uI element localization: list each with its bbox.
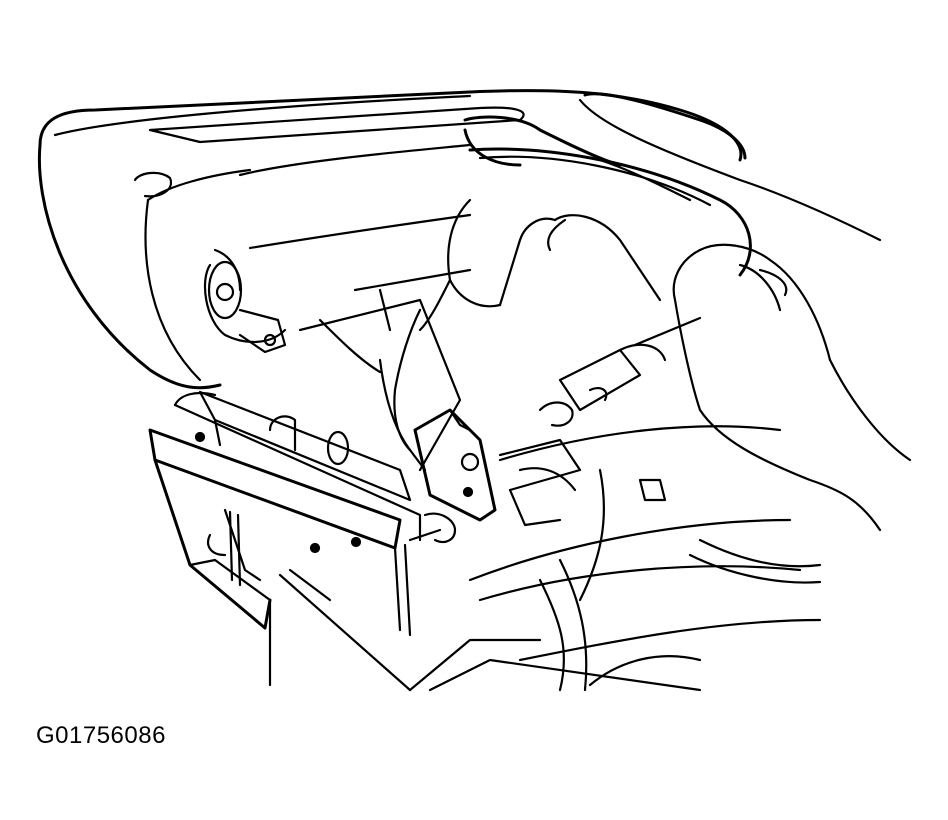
release-cable — [468, 147, 752, 277]
cable-actuator — [538, 316, 702, 427]
seat-track-panel — [198, 268, 472, 502]
recliner-mechanism — [203, 248, 287, 354]
seat-removal-illustration — [37, 89, 912, 692]
seat-cushion — [37, 89, 743, 390]
figure-code-label: G01756086 — [36, 722, 166, 749]
left-hand — [378, 115, 692, 472]
latch-mechanism — [408, 408, 582, 544]
right-hand — [578, 92, 912, 532]
floor-rails — [408, 425, 822, 692]
seat-base-frame — [148, 391, 422, 692]
